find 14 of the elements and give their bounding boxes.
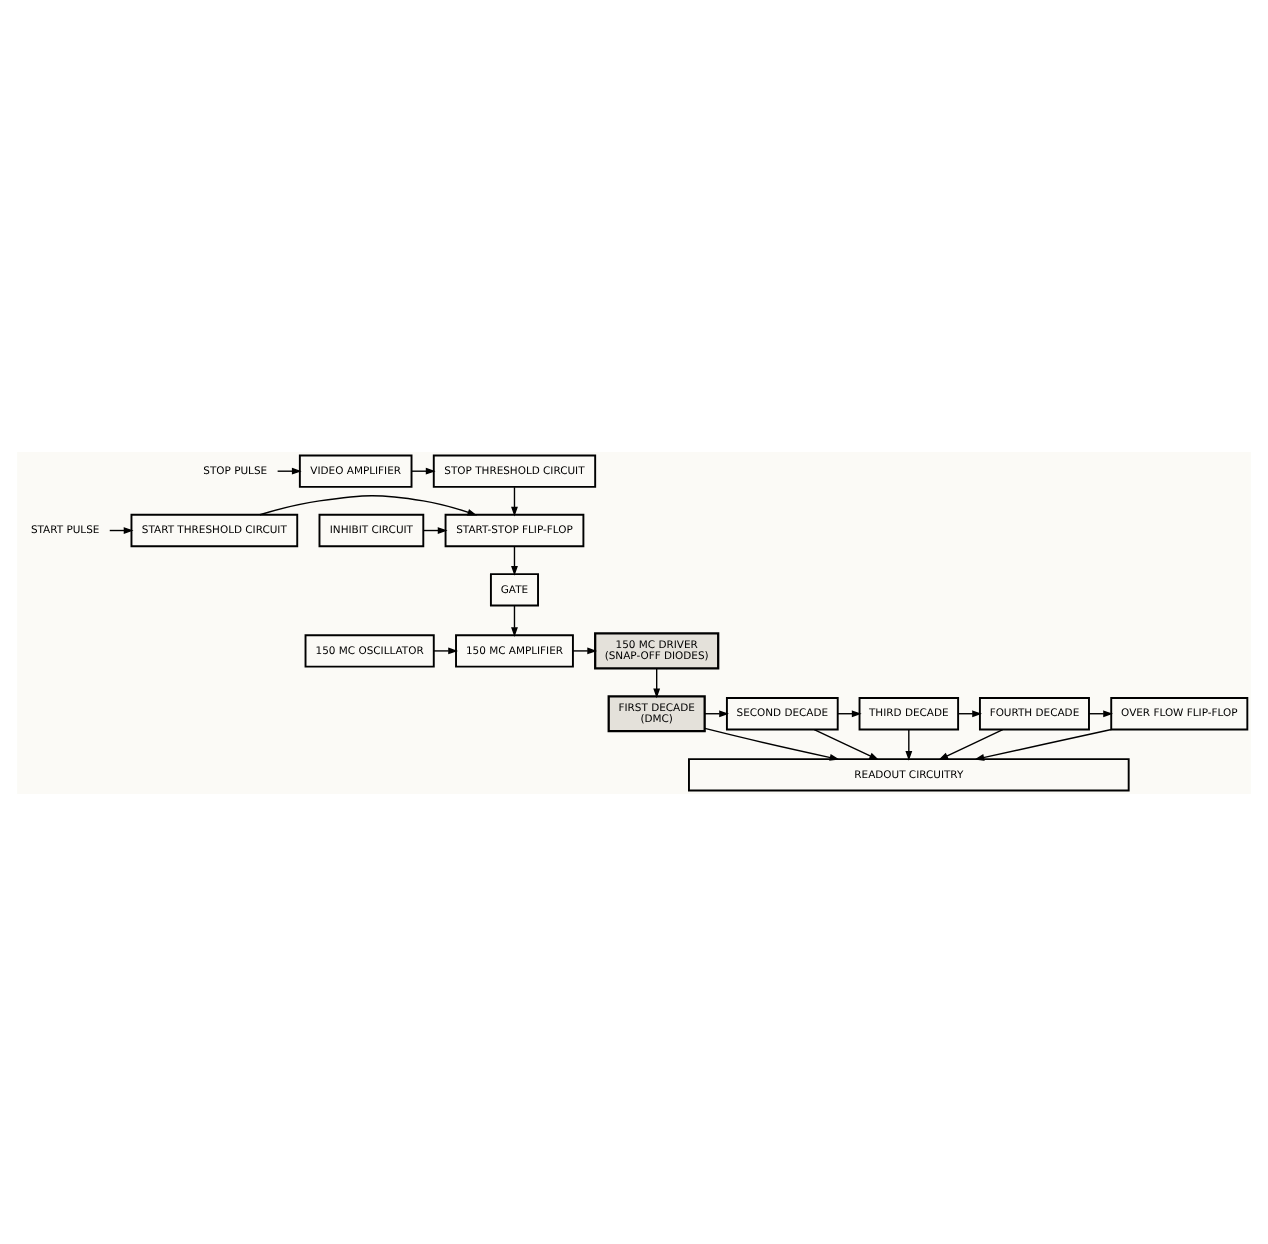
arrow	[938, 727, 1004, 759]
arrow	[511, 544, 518, 575]
arrow	[704, 726, 840, 760]
arrow	[974, 727, 1113, 760]
arrow	[653, 666, 661, 698]
arrow	[813, 727, 880, 759]
arrow	[572, 646, 598, 654]
arrow	[259, 494, 478, 515]
arrow	[511, 604, 518, 636]
arrow	[411, 466, 436, 474]
arrow	[511, 485, 518, 516]
arrow	[433, 646, 459, 654]
arrow	[905, 727, 913, 760]
arrow	[276, 466, 302, 474]
